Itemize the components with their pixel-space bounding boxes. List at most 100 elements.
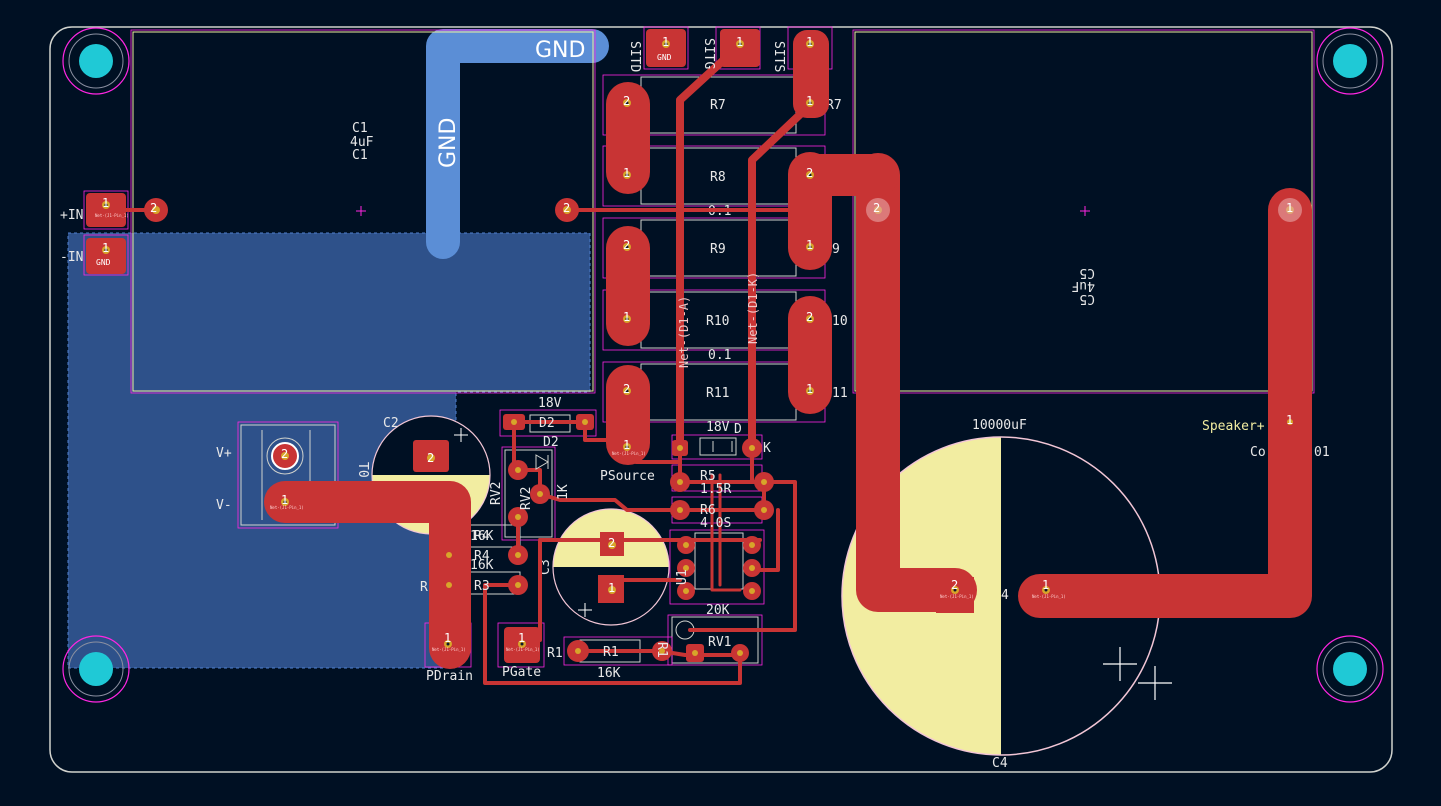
psource-label: PSource — [600, 469, 655, 484]
gnd-label-vertical: GND — [436, 118, 461, 168]
net-label-d1k: Net-(D1-K) — [746, 272, 760, 344]
svg-text:2: 2 — [608, 536, 615, 550]
svg-text:1: 1 — [806, 94, 813, 108]
c3-capacitor[interactable] — [552, 508, 670, 626]
r6-ref: R6 — [700, 503, 716, 518]
svg-text:1: 1 — [1042, 578, 1049, 592]
net-label-d1a: Net-(D1-A) — [677, 296, 691, 368]
svg-text:C5: C5 — [1079, 265, 1095, 280]
r10-value: 0.1 — [708, 348, 731, 363]
speaker-plus-label: Speaker+ — [1202, 419, 1265, 434]
svg-text:2: 2 — [623, 94, 630, 108]
svg-text:2: 2 — [806, 310, 813, 324]
svg-text:1: 1 — [662, 35, 669, 49]
d2-symbol — [535, 454, 549, 470]
r7-ref-right: R7 — [826, 98, 842, 113]
r9-ref-right: 9 — [832, 242, 840, 257]
r5-ref: R5 — [700, 469, 716, 484]
resistor-pads[interactable] — [606, 30, 832, 465]
connector-ref-b: 01 — [1314, 445, 1330, 460]
svg-text:Net-(J1-Pin_1): Net-(J1-Pin_1) — [612, 451, 646, 456]
d2-ref: D2 — [543, 435, 559, 450]
gnd-label-horizontal: GND — [535, 38, 585, 63]
d2-ref-fab: D2 — [539, 416, 555, 431]
ground-zone[interactable] — [67, 232, 591, 669]
r7-label: R7 — [710, 98, 726, 113]
svg-text:1: 1 — [518, 631, 525, 645]
pad-numbers: 1 1 1 1 1 2 1 2 1 2 1 1 2 1 2 1 2 2 2 1 … — [102, 35, 1293, 645]
r1-ref-rotated: R1 — [654, 642, 669, 658]
d1-ref: D — [734, 422, 742, 437]
svg-text:1: 1 — [806, 35, 813, 49]
svg-text:1: 1 — [608, 581, 615, 595]
r4-ref: R4 — [474, 549, 490, 564]
mounting-holes — [62, 27, 1384, 703]
svg-text:Net-(J1-Pin_1): Net-(J1-Pin_1) — [506, 647, 540, 652]
svg-text:2: 2 — [951, 578, 958, 592]
rv2-ref-fab: RV2 — [519, 487, 534, 510]
c1-ref-fab: C1 — [352, 148, 368, 163]
svg-text:GND: GND — [96, 258, 111, 267]
r11-label: R11 — [706, 386, 729, 401]
r1-value: 16K — [597, 666, 621, 681]
svg-text:2: 2 — [806, 166, 813, 180]
c4-value: 10000uF — [972, 418, 1027, 433]
svg-text:4uF: 4uF — [1071, 278, 1095, 293]
svg-text:2: 2 — [623, 382, 630, 396]
svg-text:1: 1 — [102, 241, 109, 255]
svg-text:1: 1 — [806, 238, 813, 252]
r1-ref-fab: R1 — [603, 645, 619, 660]
c1-value: 4uF — [350, 135, 374, 150]
svg-text:1: 1 — [1286, 413, 1293, 427]
through-hole-pads[interactable] — [86, 29, 1304, 663]
c5-courtyard — [852, 29, 1315, 394]
c5-labels: C5 4uF C5 — [1071, 265, 1095, 306]
svg-text:Net-(J1-Pin_1): Net-(J1-Pin_1) — [940, 594, 974, 599]
r11-ref-right: 11 — [832, 386, 848, 401]
d1-body-mark — [712, 441, 733, 452]
svg-text:1: 1 — [736, 35, 743, 49]
svg-text:1: 1 — [102, 196, 109, 210]
gnd-trace[interactable] — [426, 29, 609, 259]
input-minus-label: -IN — [60, 250, 83, 265]
r4-ref-top: R4 — [474, 529, 490, 544]
u1-ref-fab: U1 — [675, 569, 690, 585]
c5-origin — [1080, 206, 1090, 216]
transistor-drill — [281, 452, 289, 460]
to-label: T0 — [355, 462, 370, 478]
rv1-ref: RV1 — [708, 635, 731, 650]
c1-ref: C1 — [352, 121, 368, 136]
d2-value: 18V — [538, 396, 562, 411]
svg-text:1: 1 — [623, 166, 630, 180]
svg-text:1: 1 — [281, 493, 288, 507]
svg-text:2: 2 — [150, 201, 157, 215]
sits-label: SITS — [771, 41, 786, 72]
rv2-value: 1K — [556, 484, 571, 500]
rv2-ref: RV2 — [489, 482, 504, 505]
svg-text:Net-(J1-Pin_1): Net-(J1-Pin_1) — [270, 505, 304, 510]
r6-value: 4.0S — [700, 516, 731, 531]
q-transistor-mark — [266, 437, 304, 475]
svg-text:Net-(J1-Pin_1): Net-(J1-Pin_1) — [1032, 594, 1066, 599]
pgate-label: PGate — [502, 665, 541, 680]
svg-text:1: 1 — [444, 631, 451, 645]
svg-text:1: 1 — [623, 310, 630, 324]
svg-text:GND: GND — [657, 53, 672, 62]
svg-text:1: 1 — [806, 382, 813, 396]
svg-text:2: 2 — [427, 451, 434, 465]
svg-text:Net-(J1-Pin_1): Net-(J1-Pin_1) — [432, 647, 466, 652]
pad-net-names: GND GND Net-(J1-Pin_1) Net-(J1-Pin_1) Ne… — [95, 53, 1066, 652]
c4-ref: C4 — [992, 756, 1008, 771]
r10-ref-right: 10 — [832, 314, 848, 329]
svg-text:2: 2 — [623, 238, 630, 252]
rv1-value: 20K — [706, 603, 730, 618]
r10-label: R10 — [706, 314, 729, 329]
svg-text:C5: C5 — [1079, 291, 1095, 306]
svg-text:2: 2 — [873, 201, 880, 215]
d1-value: 18V — [706, 420, 730, 435]
r9-label: R9 — [710, 242, 726, 257]
svg-text:1: 1 — [1286, 201, 1293, 215]
connector-ref-a: Co — [1250, 445, 1266, 460]
